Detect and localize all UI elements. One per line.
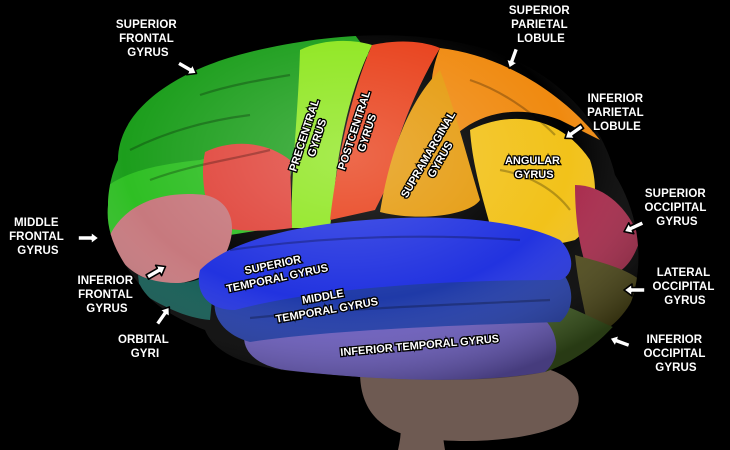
inferior-parietal-lobule-label: INFERIOR PARIETAL LOBULE xyxy=(587,93,647,133)
orbital-gyri-label: ORBITAL GYRI xyxy=(118,334,172,360)
arrow-icon xyxy=(505,46,520,70)
lateral-occipital-gyrus-label: LATERAL OCCIPITAL GYRUS xyxy=(652,267,717,307)
middle-frontal-gyrus-label: MIDDLE FRONTAL GYRUS xyxy=(9,217,67,257)
angular-gyrus-label: ANGULAR GYRUS xyxy=(505,155,563,181)
outer-labels: SUPERIOR FRONTAL GYRUS SUPERIOR PARIETAL… xyxy=(8,4,717,376)
arrow-icon xyxy=(623,283,646,297)
arrow-icon xyxy=(154,306,171,327)
arrow-icon xyxy=(77,231,100,245)
superior-frontal-gyrus-label: SUPERIOR FRONTAL GYRUS xyxy=(116,19,180,59)
arrow-icon xyxy=(145,264,167,280)
inferior-frontal-gyrus-label: INFERIOR FRONTAL GYRUS xyxy=(77,275,136,315)
superior-parietal-lobule-label: SUPERIOR PARIETAL LOBULE xyxy=(509,5,573,45)
inferior-occipital-gyrus-label: INFERIOR OCCIPITAL GYRUS xyxy=(643,334,708,374)
label-arrows xyxy=(77,46,646,349)
arrow-icon xyxy=(564,123,585,140)
arrow-icon xyxy=(176,60,198,76)
superior-occipital-gyrus-label: SUPERIOR OCCIPITAL GYRUS xyxy=(644,188,709,228)
arrow-icon xyxy=(623,219,645,235)
arrow-icon xyxy=(608,334,632,349)
cerebellum xyxy=(360,360,579,450)
